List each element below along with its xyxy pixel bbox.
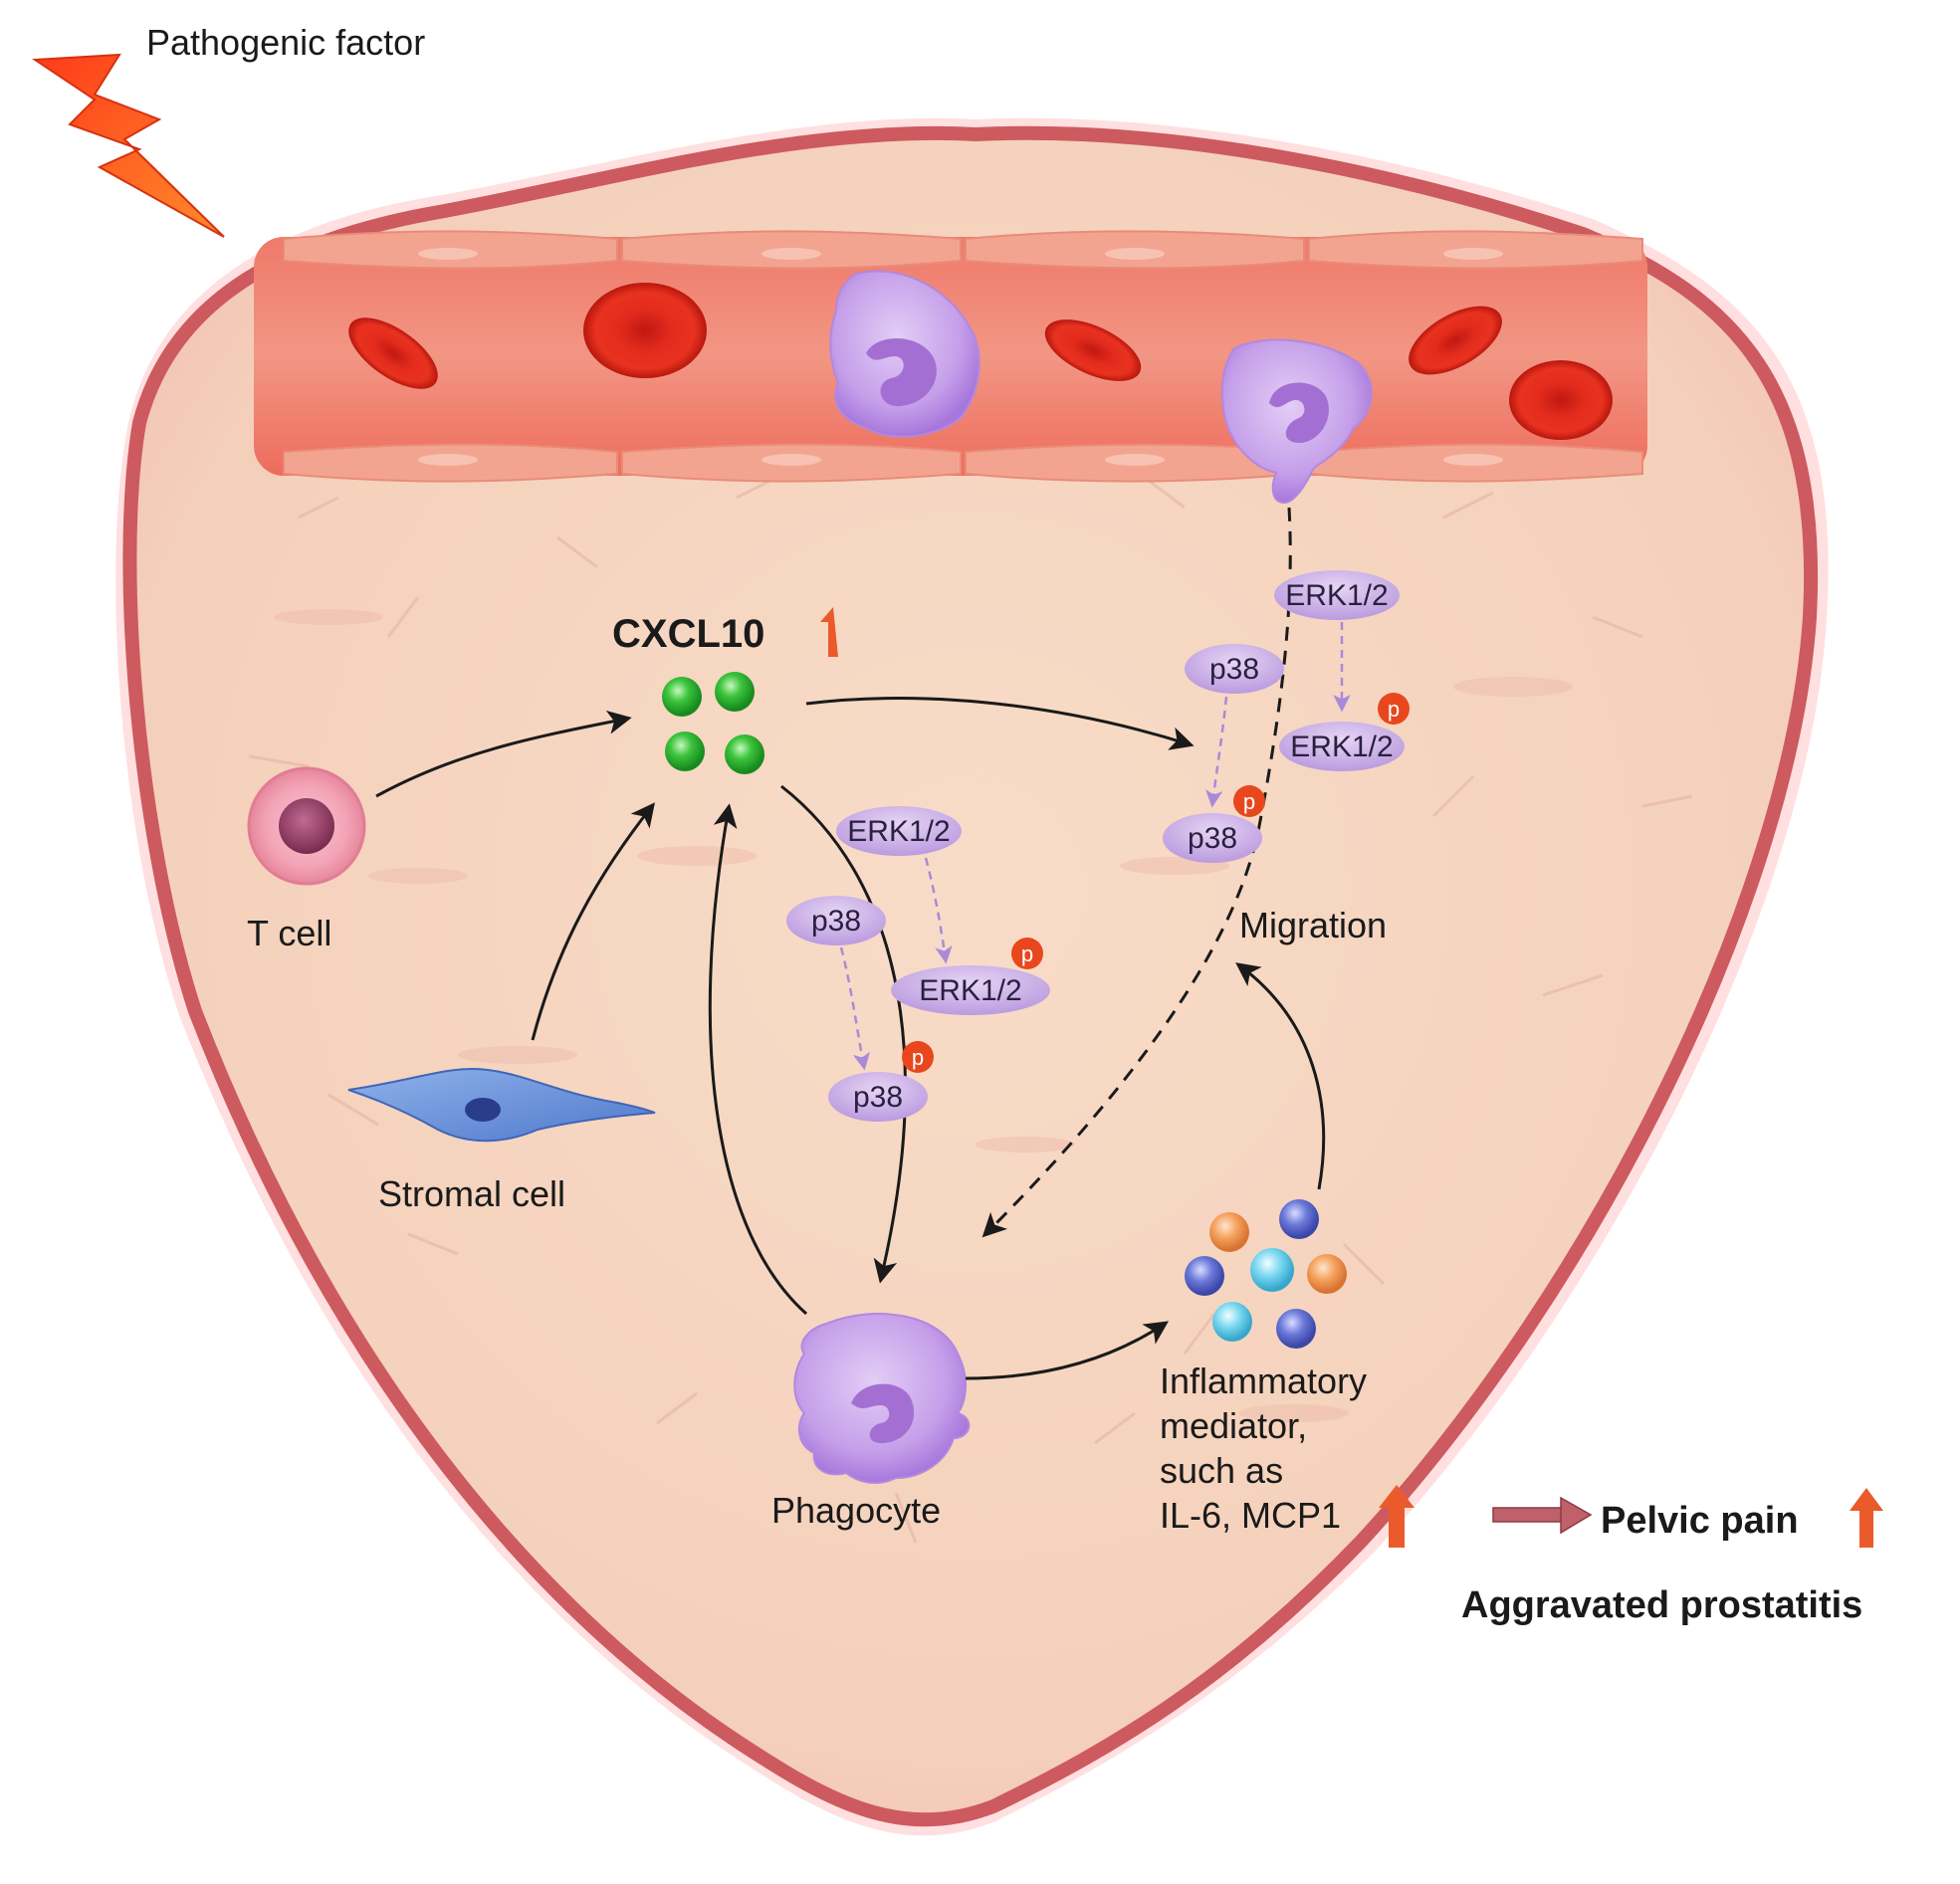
phagocyte-cell	[793, 1313, 971, 1484]
phagocyte-label: Phagocyte	[771, 1490, 941, 1531]
inflammatory-mediator-label: Inflammatory mediator, such as IL-6, MCP…	[1160, 1361, 1377, 1536]
p38-phospho-label-a: p38	[853, 1081, 903, 1114]
phospho-badge-c: p	[1388, 697, 1400, 722]
cxcl10-label: CXCL10	[612, 612, 764, 656]
erk-phospho-label-a: ERK1/2	[919, 974, 1021, 1007]
leukocyte-migrating	[1220, 338, 1373, 505]
cxcl10-chemokines	[662, 672, 764, 774]
p38-label-a: p38	[811, 905, 861, 938]
erk-label-a: ERK1/2	[847, 815, 950, 848]
t-cell-label: T cell	[247, 913, 331, 953]
lightning-bolt-icon	[31, 53, 225, 238]
phospho-badge-b: p	[912, 1045, 924, 1070]
cxcl10-up-arrow-icon	[820, 607, 838, 657]
tissue-patches	[274, 609, 1573, 1422]
p38-phospho-label-b: p38	[1188, 822, 1237, 855]
mediator-up-arrow-icon	[1379, 1485, 1415, 1548]
pelvic-pain-label: Pelvic pain	[1601, 1500, 1799, 1542]
pelvic-pain-arrow	[1492, 1496, 1593, 1535]
inflammatory-line-4: IL-6, MCP1	[1160, 1495, 1341, 1536]
t-cell	[247, 766, 366, 886]
arrow-phagocyte-to-cxcl10	[708, 803, 807, 1316]
pathogenic-factor-label: Pathogenic factor	[146, 22, 425, 63]
arrow-tcell-to-cxcl10	[375, 710, 632, 798]
arrow-cxcl10-to-migration	[805, 697, 1195, 750]
flow-arrows	[375, 697, 1326, 1380]
arrow-mediator-to-migration	[1235, 962, 1326, 1190]
leukocyte-in-vessel	[829, 270, 980, 438]
phagocyte-signaling: ERK1/2 p38 ERK1/2 p p38 p	[786, 806, 1050, 1122]
tissue-texture	[248, 476, 1693, 1544]
phospho-badge-a: p	[1021, 942, 1033, 966]
inflammatory-line-2: mediator,	[1160, 1405, 1307, 1446]
phospho-badge-d: p	[1243, 789, 1255, 814]
p38-label-b: p38	[1209, 653, 1259, 686]
aggravated-prostatitis-label: Aggravated prostatitis	[1461, 1584, 1862, 1626]
pelvic-pain-up-arrow-icon	[1850, 1488, 1883, 1548]
stromal-cell-label: Stromal cell	[378, 1173, 565, 1214]
inflammatory-mediator-molecules	[1185, 1199, 1347, 1349]
stromal-cell	[347, 1068, 656, 1143]
arrow-cxcl10-to-phagocyte	[780, 784, 907, 1284]
red-blood-cells	[348, 283, 1613, 440]
migration-signaling: ERK1/2 p38 ERK1/2 p p38 p	[1163, 570, 1410, 863]
inflammatory-line-1: Inflammatory	[1160, 1361, 1367, 1401]
migration-label: Migration	[1239, 905, 1387, 945]
erk-label-b: ERK1/2	[1285, 579, 1388, 612]
arrow-stromal-to-cxcl10	[531, 802, 655, 1041]
arrow-phagocyte-to-mediator	[965, 1321, 1169, 1380]
inflammatory-line-3: such as	[1160, 1450, 1283, 1491]
erk-phospho-label-b: ERK1/2	[1290, 731, 1393, 763]
